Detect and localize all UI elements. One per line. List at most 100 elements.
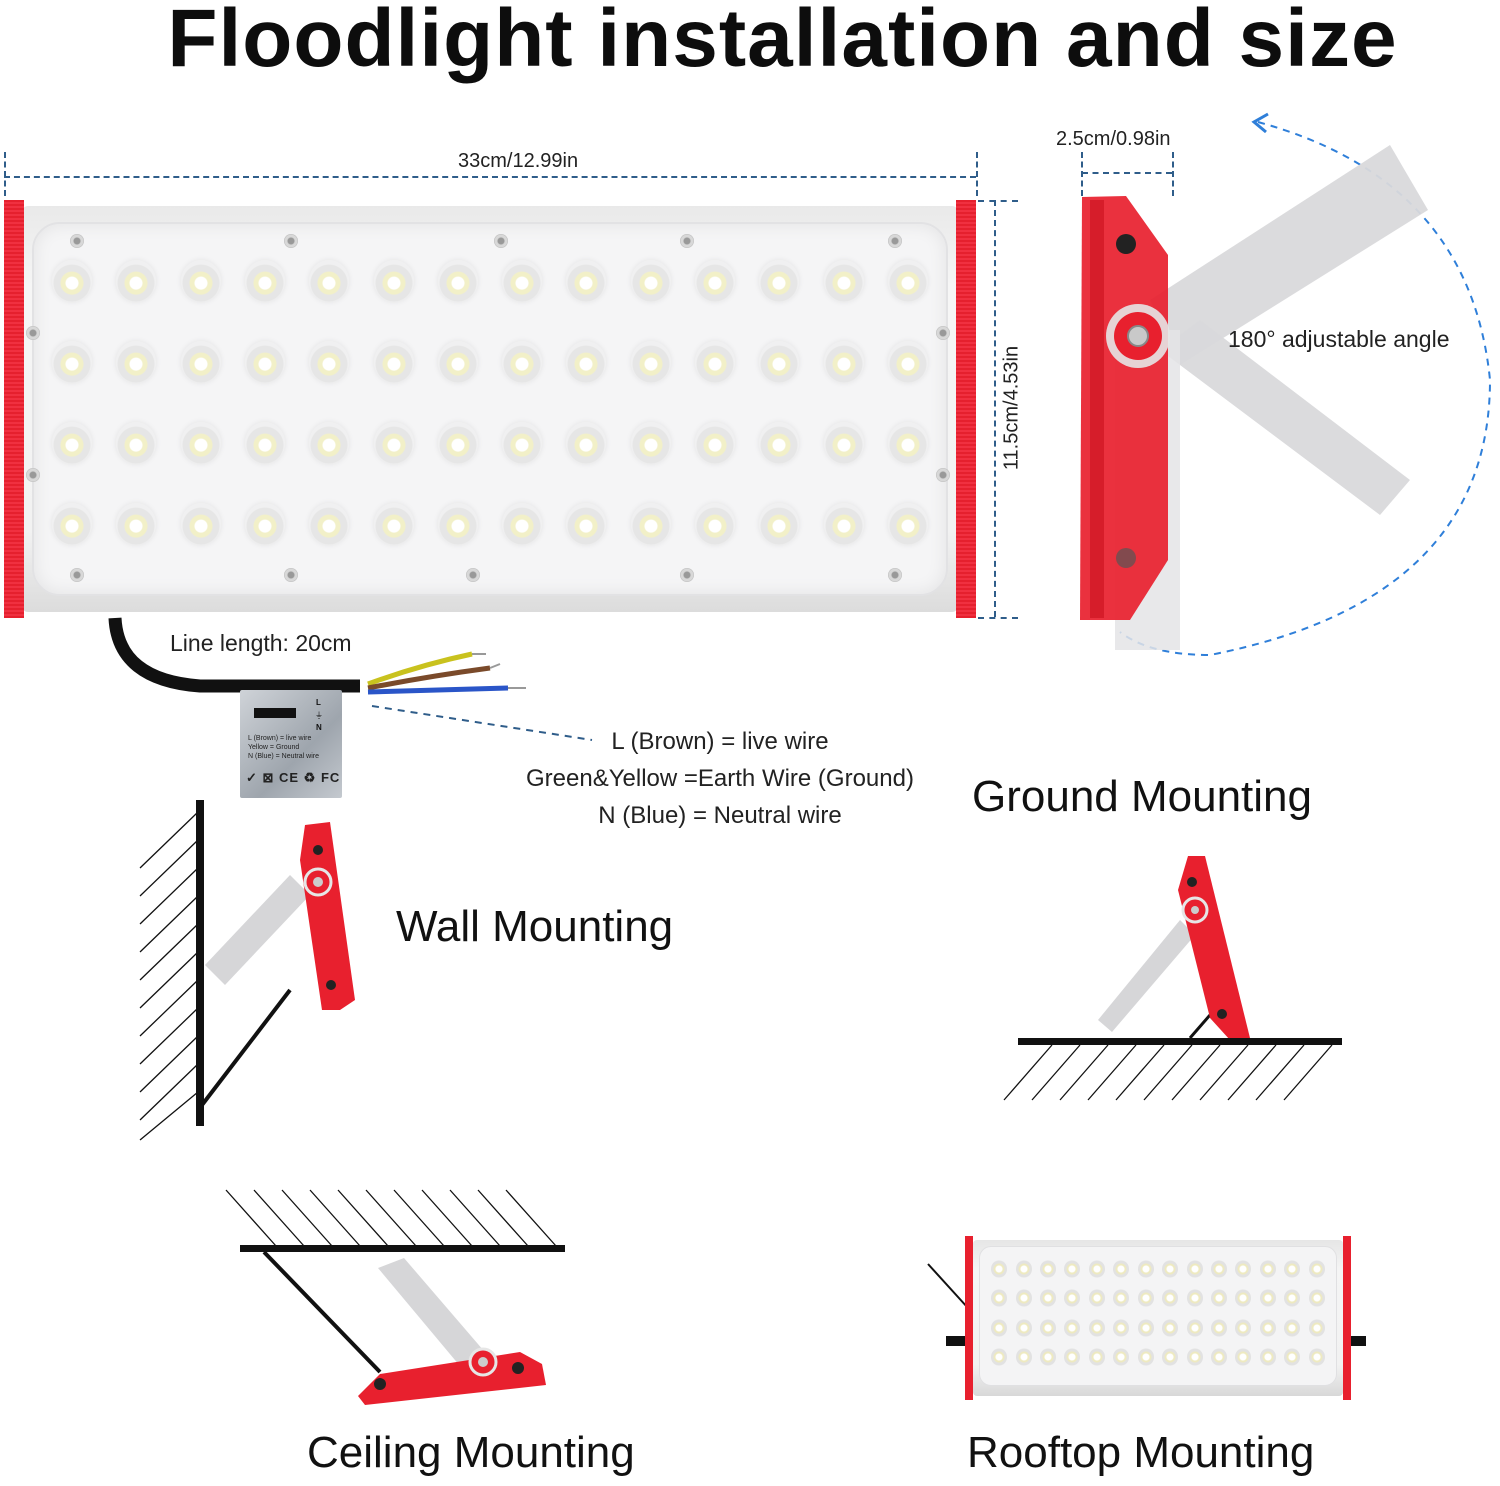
rooftop-mount-bracket	[927, 1263, 1366, 1346]
led-chip	[991, 1289, 1008, 1308]
wall-mounting-diagram	[139, 800, 355, 1141]
led-chip	[887, 502, 928, 545]
screw-icon	[284, 234, 298, 248]
led-chip	[1137, 1259, 1154, 1278]
led-chip	[1040, 1289, 1057, 1308]
led-chip	[694, 421, 735, 464]
led-chip	[1088, 1348, 1105, 1367]
led-array	[40, 240, 940, 564]
led-chip	[823, 421, 864, 464]
fixture-lens	[979, 1246, 1337, 1386]
screw-icon	[26, 326, 40, 340]
wire-legend: L (Brown) = live wire Green&Yellow =Eart…	[500, 723, 940, 834]
sticker-cable-diagram	[254, 708, 296, 718]
led-chip	[1284, 1289, 1301, 1308]
led-chip	[116, 421, 157, 464]
led-chip	[373, 502, 414, 545]
led-chip	[309, 502, 350, 545]
led-chip	[180, 259, 221, 302]
screw-icon	[936, 468, 950, 482]
ground-mounting-diagram	[1003, 856, 1342, 1101]
led-chip	[1040, 1348, 1057, 1367]
led-chip	[116, 340, 157, 383]
screw-icon	[466, 568, 480, 582]
led-chip	[1015, 1289, 1032, 1308]
led-chip	[630, 502, 671, 545]
led-chip	[1137, 1348, 1154, 1367]
led-chip	[180, 421, 221, 464]
fixture-red-endcap-left	[965, 1236, 973, 1400]
led-chip	[373, 421, 414, 464]
led-chip	[116, 259, 157, 302]
screw-icon	[888, 234, 902, 248]
led-chip	[1259, 1318, 1276, 1337]
led-chip	[1186, 1259, 1203, 1278]
floodlight-side-view	[1080, 112, 1492, 657]
led-chip	[1162, 1259, 1179, 1278]
depth-dimension-right-tick	[1172, 152, 1174, 196]
length-dimension-right-tick	[976, 152, 978, 196]
led-chip	[1211, 1259, 1228, 1278]
fixture-red-endcap-right	[1343, 1236, 1351, 1400]
wire-legend-leader-line	[371, 705, 593, 741]
led-chip	[1308, 1289, 1325, 1308]
sticker-wire-L: L	[316, 698, 321, 707]
led-chip	[759, 340, 800, 383]
led-chip	[437, 502, 478, 545]
screw-icon	[70, 234, 84, 248]
led-chip	[502, 340, 543, 383]
sticker-wire-N: N	[316, 723, 322, 732]
led-chip	[1235, 1289, 1252, 1308]
led-chip	[887, 421, 928, 464]
fixture-red-endcap-right	[956, 200, 976, 618]
led-chip	[1235, 1259, 1252, 1278]
led-chip	[52, 502, 93, 545]
sticker-line: Yellow = Ground	[248, 744, 300, 751]
wall-mounting-label: Wall Mounting	[396, 902, 674, 951]
height-dimension-line	[994, 200, 996, 617]
height-dimension-bottom-tick	[978, 617, 1018, 619]
led-chip	[180, 340, 221, 383]
led-chip	[116, 502, 157, 545]
led-chip	[1113, 1318, 1130, 1337]
ground-mounting-label: Ground Mounting	[972, 772, 1312, 821]
led-chip	[52, 340, 93, 383]
led-chip	[1113, 1348, 1130, 1367]
sticker-line: N (Blue) = Neutral wire	[248, 753, 319, 760]
led-chip	[52, 259, 93, 302]
led-chip	[991, 1259, 1008, 1278]
screw-icon	[70, 568, 84, 582]
led-chip	[1040, 1259, 1057, 1278]
floodlight-rooftop-view	[965, 1236, 1351, 1400]
led-chip	[373, 340, 414, 383]
led-chip	[244, 259, 285, 302]
sticker-wire-ground: ⏚	[315, 711, 323, 720]
led-chip	[694, 259, 735, 302]
led-chip	[566, 259, 607, 302]
led-chip	[887, 259, 928, 302]
led-chip	[630, 259, 671, 302]
led-chip	[1211, 1348, 1228, 1367]
height-dimension-label: 11.5cm/4.53in	[1000, 345, 1023, 471]
led-chip	[1308, 1318, 1325, 1337]
power-cable	[108, 617, 526, 695]
depth-dimension-left-tick	[1081, 152, 1083, 196]
led-chip	[630, 340, 671, 383]
led-chip	[1162, 1289, 1179, 1308]
fixture-red-endcap-left	[4, 200, 24, 618]
sticker-line: L (Brown) = live wire	[248, 735, 312, 742]
led-chip	[1259, 1289, 1276, 1308]
led-chip	[694, 340, 735, 383]
led-chip	[437, 340, 478, 383]
led-chip	[1211, 1318, 1228, 1337]
ceiling-mounting-diagram	[225, 1189, 565, 1405]
led-chip	[1113, 1259, 1130, 1278]
led-chip	[1186, 1348, 1203, 1367]
led-chip	[694, 502, 735, 545]
led-chip	[502, 502, 543, 545]
wire-legend-live: L (Brown) = live wire	[611, 728, 829, 755]
rooftop-mounting-label: Rooftop Mounting	[967, 1428, 1315, 1477]
led-chip	[1064, 1259, 1081, 1278]
led-chip	[502, 259, 543, 302]
led-chip	[1162, 1318, 1179, 1337]
